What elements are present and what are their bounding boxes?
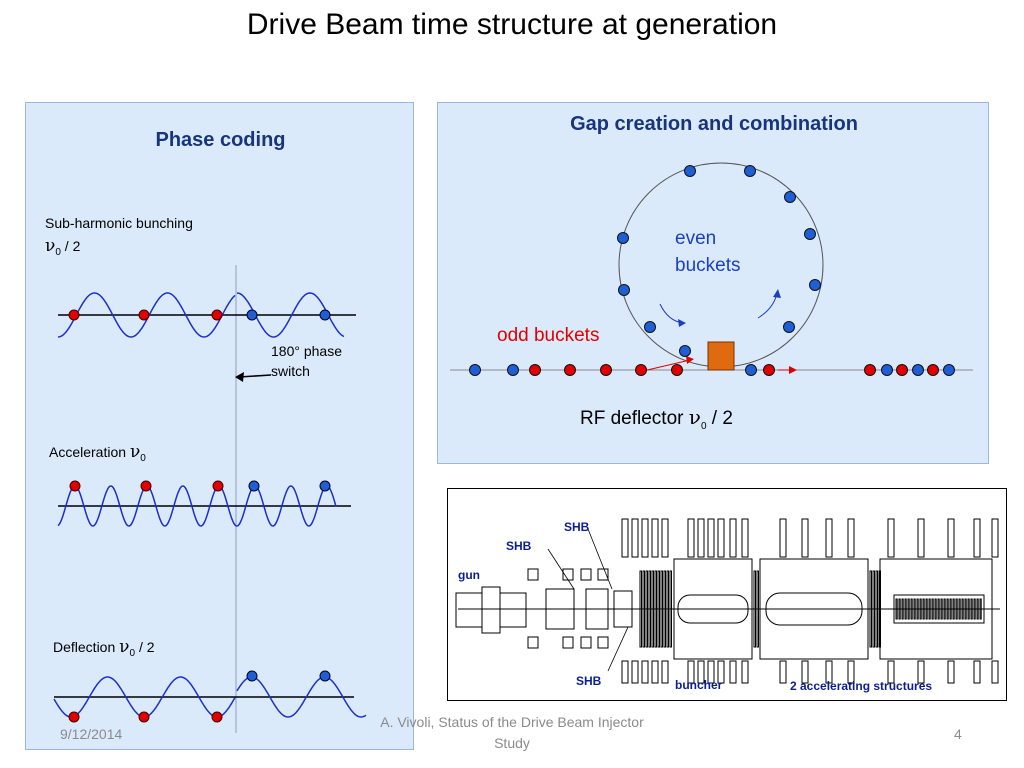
gap-creation-diagram — [450, 162, 973, 376]
gap-creation-panel: Gap creation and combination even bucket… — [437, 102, 989, 464]
line-odd-bunch — [671, 364, 683, 376]
even-bunch — [246, 670, 258, 682]
shb-label-1: SHB — [506, 539, 532, 553]
deflection-label: Deflection ν0 / 2 — [53, 637, 155, 659]
odd-bunch — [68, 309, 80, 321]
buncher-label: buncher — [675, 678, 723, 692]
ring-even-bunch — [784, 191, 796, 203]
injector-drawing — [455, 518, 1000, 684]
gap-creation-heading: Gap creation and combination — [570, 113, 858, 135]
ring-even-bunch — [644, 321, 656, 333]
ring-even-bunch — [679, 345, 691, 357]
line-even-bunch — [881, 364, 893, 376]
footer-caption-2: Study — [494, 735, 530, 751]
sub-harmonic-frequency: ν0 / 2 — [45, 236, 81, 258]
line-odd-bunch — [763, 364, 775, 376]
odd-bunch — [68, 711, 80, 723]
line-odd-bunch — [564, 364, 576, 376]
odd-bunch — [138, 711, 150, 723]
injector-schematic: gun SHB SHB SHB buncher 2 accelerating s… — [447, 488, 1007, 701]
odd-bunch — [140, 480, 152, 492]
phase-switch-label: 180° phase — [271, 343, 342, 359]
gun-label: gun — [458, 568, 480, 582]
line-even-bunch — [469, 364, 481, 376]
line-odd-bunch — [635, 364, 647, 376]
even-bunch — [248, 480, 260, 492]
line-odd-bunch — [864, 364, 876, 376]
acceleration-label: Acceleration ν0 — [49, 442, 146, 464]
shb-label-3: SHB — [576, 674, 602, 688]
phase-switch-label-2: switch — [271, 363, 310, 379]
phase-switch-arrowhead — [235, 372, 244, 382]
odd-buckets-label: odd buckets — [497, 325, 600, 346]
even-bunch — [319, 670, 331, 682]
rf-deflector-box — [707, 341, 735, 371]
odd-path-in — [642, 359, 691, 372]
phase-coding-diagram — [53, 265, 367, 733]
phase-coding-heading: Phase coding — [155, 129, 286, 151]
even-buckets-label-2: buckets — [675, 255, 741, 276]
line-even-bunch — [943, 364, 955, 376]
even-bunch — [319, 480, 331, 492]
line-odd-bunch — [927, 364, 939, 376]
accelerating-structures-label: 2 accelerating structures — [790, 679, 933, 693]
line-odd-bunch — [896, 364, 908, 376]
even-bunch — [246, 309, 258, 321]
ring-even-bunch — [744, 165, 756, 177]
ring-even-bunch — [809, 279, 821, 291]
odd-bunch — [211, 711, 223, 723]
line-odd-bunch — [600, 364, 612, 376]
ring-even-bunch — [804, 228, 816, 240]
line-odd-bunch — [529, 364, 541, 376]
shb-label-2: SHB — [564, 520, 590, 534]
ring-even-bunch — [783, 321, 795, 333]
acceleration-wave — [57, 485, 337, 527]
odd-bunch — [212, 480, 224, 492]
phase-coding-panel: Phase coding Sub-harmonic bunching ν0 / … — [25, 102, 414, 750]
rf-deflector-label: RF deflector ν0 / 2 — [580, 405, 733, 432]
ring-even-bunch — [618, 284, 630, 296]
phase-switch-arrow — [238, 374, 272, 378]
sub-harmonic-label: Sub-harmonic bunching — [45, 215, 193, 231]
odd-bunch — [211, 309, 223, 321]
odd-bunch — [138, 309, 150, 321]
line-even-bunch — [745, 364, 757, 376]
page-number: 4 — [954, 726, 962, 742]
even-buckets-label: even — [675, 228, 717, 249]
footer-date: 9/12/2014 — [60, 726, 123, 742]
ring-even-bunch — [617, 232, 629, 244]
slide-title: Drive Beam time structure at generation — [246, 8, 778, 41]
odd-bunch — [69, 480, 81, 492]
line-even-bunch — [912, 364, 924, 376]
even-bunch — [319, 309, 331, 321]
footer-caption: A. Vivoli, Status of the Drive Beam Inje… — [380, 714, 644, 730]
ring-even-bunch — [684, 165, 696, 177]
line-even-bunch — [507, 364, 519, 376]
